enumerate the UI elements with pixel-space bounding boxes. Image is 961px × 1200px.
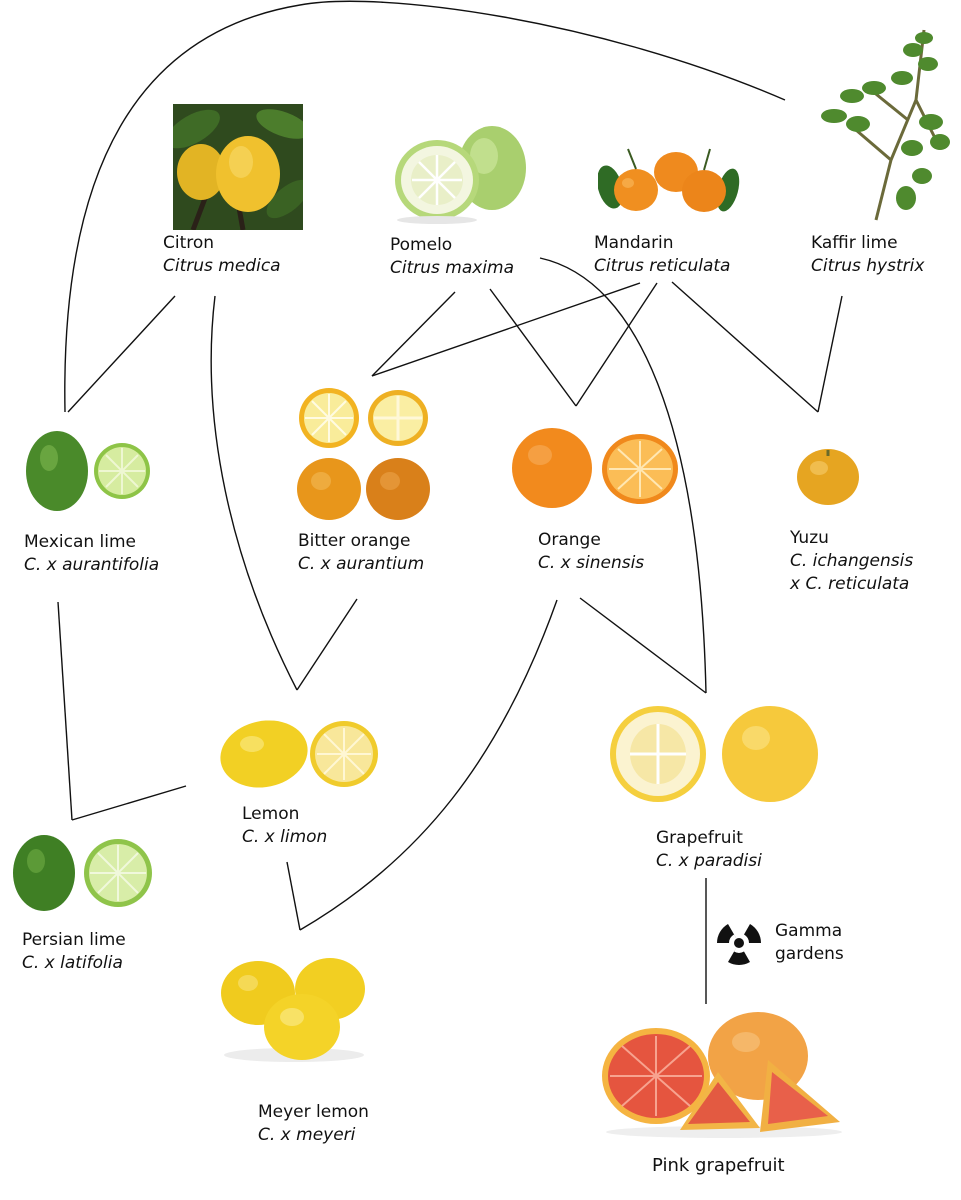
- orange-image: [512, 428, 678, 508]
- pink-grapefruit-image: [602, 1012, 842, 1138]
- radiation-icon: [717, 924, 761, 965]
- pink-grapefruit-common-name: Pink grapefruit: [652, 1155, 785, 1176]
- kaffir-lime-scientific-name: Citrus hystrix: [811, 256, 925, 276]
- lemon-image: [220, 720, 378, 788]
- line-orange-to-grapefruit: [579, 597, 707, 694]
- pink-grapefruit-label: Pink grapefruit: [652, 1154, 785, 1177]
- pomelo-label: Pomelo Citrus maxima: [390, 234, 514, 280]
- yuzu-scientific-name: C. ichangensis: [790, 551, 914, 571]
- line-lemon-to-meyer-lemon: [286, 861, 301, 931]
- yuzu-label: Yuzu C. ichangensis x C. reticulata: [790, 527, 913, 596]
- lemon-common-name: Lemon: [242, 804, 300, 824]
- pomelo-scientific-name: Citrus maxima: [390, 258, 515, 278]
- yuzu-common-name: Yuzu: [790, 528, 829, 548]
- line-bitter-orange-to-lemon: [296, 598, 358, 691]
- grapefruit-common-name: Grapefruit: [656, 828, 743, 848]
- persian-lime-scientific-name: C. x latifolia: [22, 953, 123, 973]
- mandarin-scientific-name: Citrus reticulata: [594, 256, 731, 276]
- mandarin-common-name: Mandarin: [594, 233, 674, 253]
- bitter-orange-image: [297, 388, 430, 520]
- mexican-lime-common-name: Mexican lime: [24, 532, 137, 552]
- orange-scientific-name: C. x sinensis: [538, 553, 645, 573]
- line-pomelo-to-orange: [489, 288, 577, 407]
- pomelo-image: [395, 126, 526, 224]
- bitter-orange-common-name: Bitter orange: [298, 531, 411, 551]
- lemon-scientific-name: C. x limon: [242, 827, 328, 847]
- grapefruit-image: [610, 706, 818, 802]
- kaffir-lime-image: [821, 29, 950, 221]
- mandarin-image: [598, 148, 740, 212]
- yuzu-scientific-name-2: x C. reticulata: [790, 574, 910, 594]
- grapefruit-label: Grapefruit C. x paradisi: [656, 827, 762, 873]
- meyer-lemon-image: [221, 958, 365, 1062]
- yuzu-image: [797, 449, 859, 505]
- mexican-lime-label: Mexican lime C. x aurantifolia: [24, 531, 159, 577]
- kaffir-lime-label: Kaffir lime Citrus hystrix: [811, 232, 924, 278]
- line-orange-to-meyer-lemon: [299, 599, 558, 931]
- line-pomelo-to-grapefruit: [539, 257, 707, 694]
- line-citron-to-mexican-lime: [67, 295, 176, 413]
- meyer-lemon-common-name: Meyer lemon: [258, 1102, 369, 1122]
- line-kaffir-to-mexican-lime: [64, 0, 786, 413]
- line-mandarin-to-orange: [575, 282, 658, 407]
- meyer-lemon-scientific-name: C. x meyeri: [258, 1125, 356, 1145]
- citron-label: Citron Citrus medica: [163, 232, 281, 278]
- orange-label: Orange C. x sinensis: [538, 529, 644, 575]
- line-citron-to-lemon: [210, 295, 298, 691]
- line-mexican-lime-to-persian-lime: [57, 601, 73, 821]
- meyer-lemon-label: Meyer lemon C. x meyeri: [258, 1101, 369, 1147]
- kaffir-lime-common-name: Kaffir lime: [811, 233, 898, 253]
- gamma-gardens-line2: gardens: [775, 944, 844, 964]
- line-mandarin-to-yuzu: [671, 281, 819, 413]
- citron-common-name: Citron: [163, 233, 215, 253]
- grapefruit-scientific-name: C. x paradisi: [656, 851, 762, 871]
- bitter-orange-scientific-name: C. x aurantium: [298, 554, 425, 574]
- citron-scientific-name: Citrus medica: [163, 256, 281, 276]
- citron-image: [173, 104, 303, 230]
- lemon-label: Lemon C. x limon: [242, 803, 327, 849]
- line-kaffir-to-yuzu: [817, 295, 843, 413]
- persian-lime-image: [13, 835, 152, 911]
- mexican-lime-image: [26, 431, 150, 511]
- mandarin-label: Mandarin Citrus reticulata: [594, 232, 730, 278]
- orange-common-name: Orange: [538, 530, 601, 550]
- persian-lime-label: Persian lime C. x latifolia: [22, 929, 126, 975]
- mexican-lime-scientific-name: C. x aurantifolia: [24, 555, 160, 575]
- line-pomelo-to-bitter-orange: [371, 291, 456, 377]
- line-lemon-to-persian-lime: [71, 785, 187, 821]
- persian-lime-common-name: Persian lime: [22, 930, 126, 950]
- gamma-gardens-label: Gamma gardens: [775, 920, 844, 966]
- line-mandarin-to-bitter-orange: [371, 282, 641, 377]
- gamma-gardens-line1: Gamma: [775, 921, 843, 941]
- bitter-orange-label: Bitter orange C. x aurantium: [298, 530, 424, 576]
- pomelo-common-name: Pomelo: [390, 235, 453, 255]
